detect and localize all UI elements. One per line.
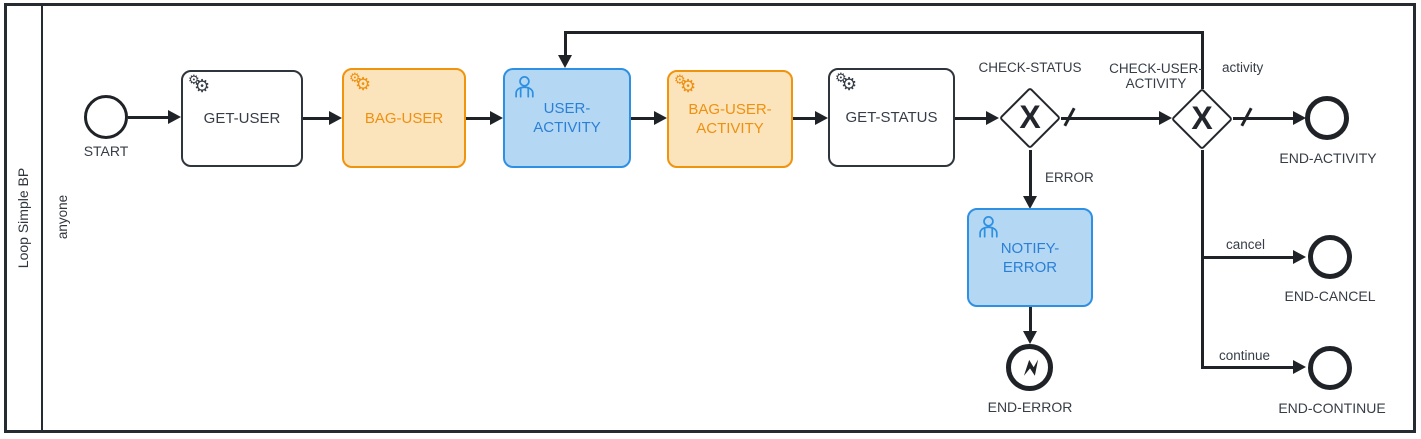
end-continue-event[interactable] xyxy=(1308,346,1352,390)
gateway-label-line: CHECK-USER- xyxy=(1109,61,1203,76)
task-label: GET-STATUS xyxy=(845,109,938,126)
gear-glyph: ⚙ xyxy=(841,74,858,95)
gear-glyph: ⚙ xyxy=(680,76,697,97)
flow-checkstatus-checkuseractivity xyxy=(1061,117,1160,120)
flow-getstatus-checkstatus xyxy=(955,117,987,120)
service-gear-icon: ⚙ ⚙ xyxy=(349,71,377,100)
service-gear-icon: ⚙ ⚙ xyxy=(835,71,863,100)
task-bag-user-activity[interactable]: ⚙ ⚙ BAG-USER- ACTIVITY xyxy=(667,70,793,168)
flow-error xyxy=(1029,150,1032,198)
flow-cancel xyxy=(1201,256,1295,259)
gear-glyph: ⚙ xyxy=(674,73,686,88)
arrowhead xyxy=(1293,111,1306,125)
exclusive-gateway-marker: X xyxy=(1191,99,1213,136)
task-label: ERROR xyxy=(1002,258,1058,276)
end-cancel-label: END-CANCEL xyxy=(1284,288,1376,304)
arrowhead xyxy=(329,111,342,125)
task-label: BAG-USER- xyxy=(688,101,772,118)
flow-label-error: ERROR xyxy=(1045,170,1094,185)
arrowhead xyxy=(1023,331,1037,344)
service-gear-icon: ⚙ ⚙ xyxy=(188,73,216,102)
user-icon xyxy=(510,72,538,100)
task-label: GET-USER xyxy=(203,110,281,127)
gateway-check-status-label: CHECK-STATUS xyxy=(978,60,1082,75)
end-cancel-event[interactable] xyxy=(1308,235,1352,279)
arrowhead xyxy=(815,111,828,125)
arrowhead xyxy=(654,111,667,125)
task-get-user[interactable]: ⚙ ⚙ GET-USER xyxy=(181,70,303,167)
arrowhead xyxy=(1023,196,1037,209)
user-icon xyxy=(974,212,1002,240)
flow-start-getuser xyxy=(128,116,170,119)
arrowhead xyxy=(558,55,572,68)
pool-title-divider xyxy=(41,4,43,432)
flow-trunk-down xyxy=(1201,150,1204,369)
flow-baguser-useractivity xyxy=(466,117,491,120)
arrowhead xyxy=(168,110,181,124)
flow-loop-down xyxy=(564,31,567,56)
flow-getuser-baguser xyxy=(303,117,330,120)
task-notify-error[interactable]: NOTIFY- ERROR xyxy=(967,208,1093,307)
task-label: BAG-USER xyxy=(364,109,444,127)
flow-checkuseractivity-endactivity xyxy=(1233,117,1295,120)
end-continue-label: END-CONTINUE xyxy=(1278,400,1386,416)
task-label: ACTIVITY xyxy=(696,120,764,137)
flow-label-cancel: cancel xyxy=(1226,237,1266,252)
task-user-activity[interactable]: USER- ACTIVITY xyxy=(503,68,631,168)
task-get-status[interactable]: ⚙ ⚙ GET-STATUS xyxy=(828,68,955,167)
end-activity-label: END-ACTIVITY xyxy=(1279,150,1377,166)
start-event[interactable] xyxy=(84,95,128,139)
arrowhead xyxy=(1159,111,1172,125)
end-activity-event[interactable] xyxy=(1305,96,1349,140)
flow-loop-top xyxy=(564,31,1204,34)
pool-border xyxy=(4,3,1416,433)
arrowhead xyxy=(1293,250,1306,264)
gateway-label-line: ACTIVITY xyxy=(1125,75,1187,91)
gear-glyph: ⚙ xyxy=(835,71,847,86)
end-error-label: END-ERROR xyxy=(987,399,1073,415)
gear-glyph: ⚙ xyxy=(188,73,200,88)
flow-baguseractivity-getstatus xyxy=(793,117,816,120)
flow-notifyerror-enderror xyxy=(1029,307,1032,333)
gear-glyph: ⚙ xyxy=(349,71,361,86)
arrowhead xyxy=(490,111,503,125)
task-label: NOTIFY- xyxy=(1000,239,1060,257)
flow-useractivity-baguseractivity xyxy=(631,117,655,120)
end-error-event[interactable] xyxy=(1006,344,1053,391)
task-bag-user[interactable]: ⚙ ⚙ BAG-USER xyxy=(342,68,466,168)
flow-loop-up xyxy=(1201,32,1204,89)
task-label: USER- xyxy=(543,100,591,117)
task-label: ACTIVITY xyxy=(533,119,601,136)
lightning-bolt-icon xyxy=(1023,358,1038,376)
gateway-check-user-activity-label: CHECK-USER- ACTIVITY xyxy=(1094,61,1218,91)
flow-continue xyxy=(1201,366,1295,369)
service-gear-icon: ⚙ ⚙ xyxy=(674,73,702,102)
start-event-label: START xyxy=(83,143,129,159)
pool-title: Loop Simple BP xyxy=(15,167,31,269)
gear-glyph: ⚙ xyxy=(194,76,211,97)
exclusive-gateway-marker: X xyxy=(1019,98,1041,135)
flow-label-activity: activity xyxy=(1222,60,1264,75)
arrowhead xyxy=(1293,360,1306,374)
gear-glyph: ⚙ xyxy=(355,74,372,95)
arrowhead xyxy=(986,111,999,125)
flow-label-continue: continue xyxy=(1219,348,1271,363)
